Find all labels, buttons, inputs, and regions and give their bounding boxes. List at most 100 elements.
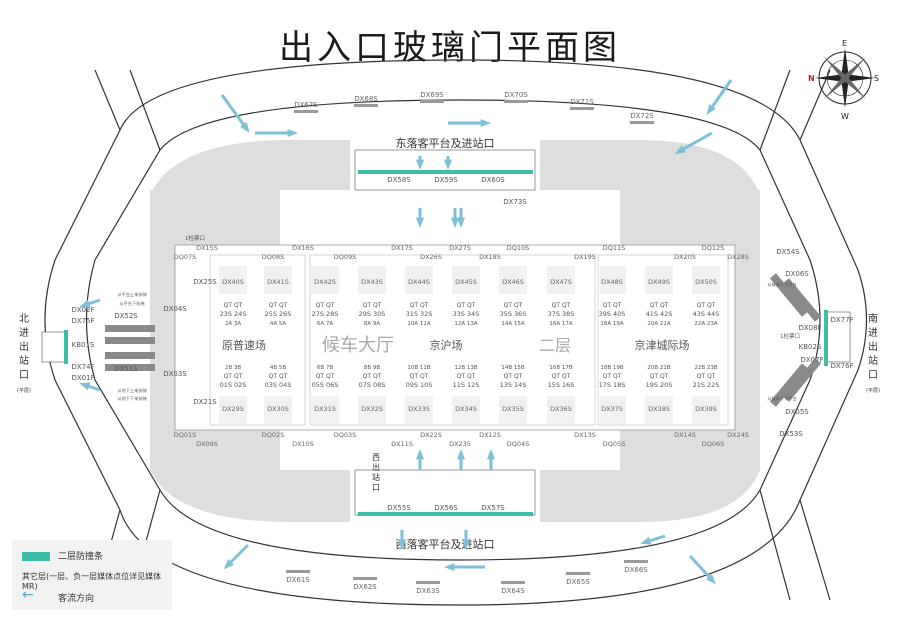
- flow-arrowhead: [706, 574, 717, 585]
- gate-marker: [570, 107, 594, 110]
- escalator-note: 从平台上来扶梯: [117, 291, 146, 298]
- flow-arrowhead: [674, 145, 686, 154]
- platform-top-numbers: 20A 21A: [647, 321, 671, 327]
- south-exit-sub: (平层): [866, 388, 880, 394]
- qt-bottom-label: QT QT: [504, 373, 523, 380]
- qt-bottom-label: QT QT: [224, 373, 243, 380]
- platform-bottom-numbers: 4B 5B: [270, 365, 287, 371]
- platform-top-numbers: 18A 19A: [600, 321, 624, 327]
- gate-marker: [630, 121, 654, 124]
- hall-top-gate: DQ10S: [507, 244, 530, 252]
- qt-top-numbers: 37S 38S: [548, 310, 575, 318]
- south-side-label: DX05S: [785, 408, 809, 416]
- outer-gate-label: DX70S: [504, 91, 528, 99]
- gate-marker: [420, 100, 444, 103]
- hall-top-gate: DQ11S: [603, 244, 626, 252]
- qt-top-numbers: 29S 30S: [359, 310, 386, 318]
- flow-arrowhead: [79, 299, 91, 308]
- platform-top-numbers: 12A 13A: [454, 321, 478, 327]
- stair-top: [405, 266, 433, 294]
- north-side-label: DX21S: [193, 398, 217, 406]
- platform-top-numbers: 8A 9A: [364, 321, 381, 327]
- flow-arrow: [220, 94, 248, 129]
- compass-n: N: [808, 74, 815, 83]
- hall-bottom-gate: DQ05S: [603, 440, 626, 448]
- stair-bottom-label: DX39S: [695, 405, 717, 413]
- stair-top-label: DX45S: [455, 278, 477, 286]
- stair-top: [692, 266, 720, 294]
- hall-top-gate: DX16S: [292, 244, 314, 252]
- qt-bottom-numbers: 19S 20S: [646, 381, 673, 389]
- flow-arrowhead: [415, 159, 425, 170]
- stair-bottom-label: DX29S: [222, 405, 244, 413]
- stair-bottom: [645, 396, 673, 424]
- qt-bottom-numbers: 13S 14S: [500, 381, 527, 389]
- north-exit-char: 北: [19, 313, 29, 325]
- south-exit-char: 站: [868, 354, 878, 367]
- stair-top-label: DX42S: [314, 278, 336, 286]
- qt-top-label: QT QT: [316, 302, 335, 309]
- outer-gate-label: DX66S: [624, 566, 648, 574]
- escalator-note: 从候车厅下平台: [767, 281, 796, 288]
- gate-marker: [504, 100, 528, 103]
- qt-top-label: QT QT: [650, 302, 669, 309]
- north-side-label: DX25S: [193, 278, 217, 286]
- west-exit-char: 口: [372, 483, 380, 492]
- hall-bottom-gate: DX14S: [674, 431, 696, 439]
- stair-bottom-label: DX35S: [502, 405, 524, 413]
- qt-top-label: QT QT: [363, 302, 382, 309]
- north-exit-char: 口: [19, 370, 29, 381]
- platform-bottom-numbers: 16B 17B: [549, 365, 573, 371]
- north-side-label: DX02F: [71, 306, 94, 314]
- qt-top-numbers: 33S 34S: [453, 310, 480, 318]
- north-side-label: DX75F: [71, 317, 94, 325]
- qt-top-label: QT QT: [697, 302, 716, 309]
- qt-top-numbers: 31S 32S: [406, 310, 433, 318]
- stair-bottom-label: DX32S: [361, 405, 383, 413]
- hall-bottom-gate: DX22S: [420, 431, 442, 439]
- escalator-note: 从地下上来扶梯: [117, 387, 146, 394]
- platform-top-numbers: 6A 7A: [317, 321, 334, 327]
- stair-top-label: DX44S: [408, 278, 430, 286]
- qt-top-label: QT QT: [224, 302, 243, 309]
- gate-marker: [501, 581, 525, 584]
- qt-bottom-numbers: 07S 08S: [359, 381, 386, 389]
- qt-bottom-label: QT QT: [697, 373, 716, 380]
- stair-top: [311, 266, 339, 294]
- escalator-note: 从地下下来扶梯: [117, 395, 146, 402]
- hall-bottom-gate: DX12S: [479, 431, 501, 439]
- hall-bottom-gate: DX10S: [292, 440, 314, 448]
- platform-bottom-numbers: 22B 23B: [694, 365, 718, 371]
- second-floor-label: 二层: [539, 336, 571, 355]
- qt-top-label: QT QT: [269, 302, 288, 309]
- gate-marker: [353, 577, 377, 580]
- hall-bottom-gate: DQ06S: [702, 440, 725, 448]
- flow-arrowhead: [415, 449, 425, 460]
- south-exit-char: 口: [868, 370, 878, 381]
- gate-marker: [624, 560, 648, 563]
- legend-barrier-label: 二层防撞条: [58, 552, 104, 562]
- flow-arrowhead: [397, 539, 407, 550]
- flow-arrowhead: [79, 382, 91, 391]
- page-title: 出入口玻璃门平面图: [279, 28, 621, 68]
- stair-bottom: [405, 396, 433, 424]
- qt-bottom-label: QT QT: [410, 373, 429, 380]
- flow-arrowhead: [443, 159, 453, 170]
- platform-top-numbers: 16A 17A: [549, 321, 573, 327]
- legend-note: 其它层(一层、负一层媒体点位详见媒体MR): [22, 572, 162, 591]
- hall-top-gate: DX20S: [674, 253, 696, 261]
- hall-bottom-gate: DX11S: [391, 440, 413, 448]
- flow-arrow: [226, 543, 250, 567]
- qt-top-label: QT QT: [504, 302, 523, 309]
- legend-flow-label: 客流方向: [58, 594, 95, 604]
- stair-top: [264, 266, 292, 294]
- stair-bottom: [219, 396, 247, 424]
- hall-top-gate: DQ09S: [334, 253, 357, 261]
- stair-bottom-label: DX34S: [455, 405, 477, 413]
- qt-bottom-label: QT QT: [363, 373, 382, 380]
- hall-top-gate: DX26S: [420, 253, 442, 261]
- platform-bottom-numbers: 10B 11B: [407, 365, 431, 371]
- qt-bottom-numbers: 03S 04S: [265, 381, 292, 389]
- gate-marker: [416, 581, 440, 584]
